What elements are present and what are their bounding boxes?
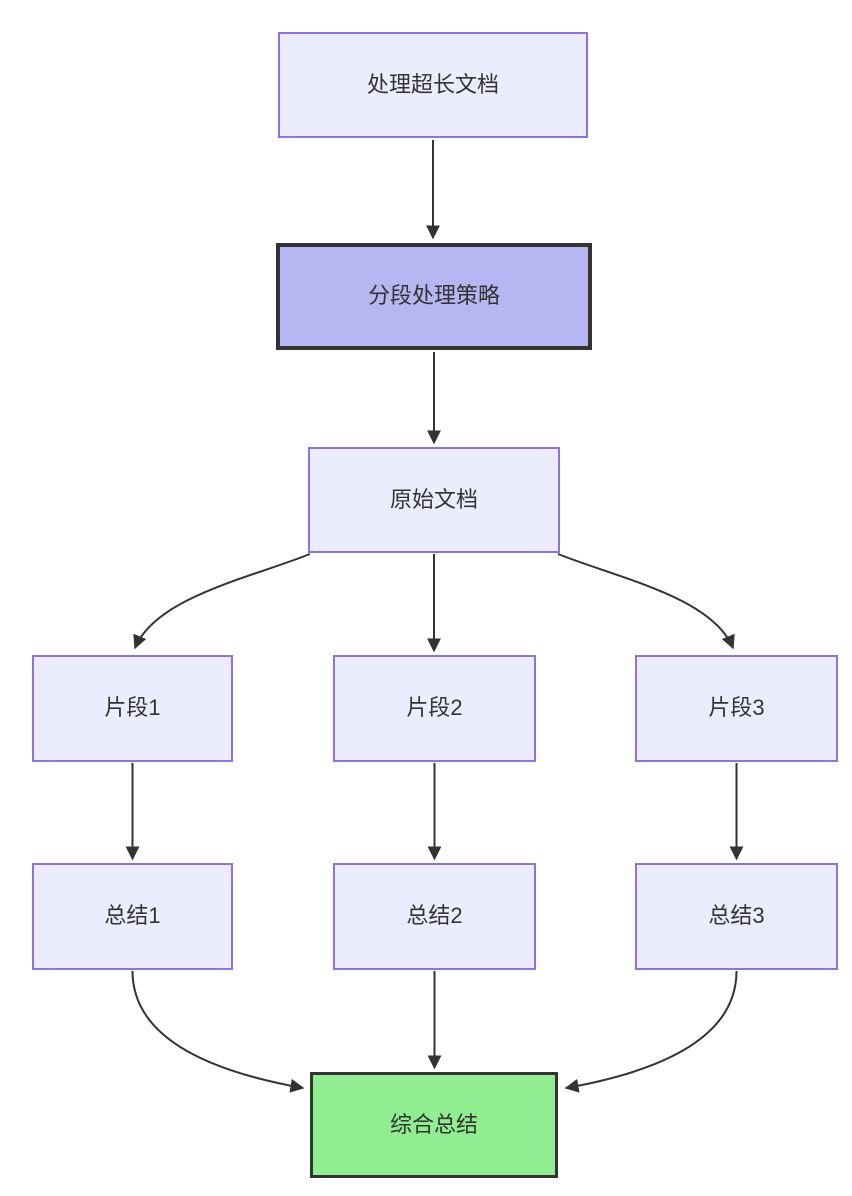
node-fragment-1: 片段1 (32, 655, 233, 762)
node-fragment-3-label: 片段3 (708, 695, 765, 721)
node-summary-2-label: 总结2 (406, 903, 463, 929)
node-summary-1-label: 总结1 (104, 903, 161, 929)
node-combined-summary: 综合总结 (310, 1072, 558, 1178)
node-original-document: 原始文档 (308, 447, 560, 553)
node-summary-1: 总结1 (32, 863, 233, 970)
edge-e1-f (131, 970, 305, 1093)
edge-e3-f (564, 970, 738, 1093)
node-combined-summary-label: 综合总结 (389, 1111, 478, 1137)
edge-c-d1 (133, 553, 311, 650)
node-summary-2: 总结2 (333, 863, 536, 970)
node-segment-processing-strategy-label: 分段处理策略 (367, 283, 500, 309)
node-segment-processing-strategy: 分段处理策略 (276, 243, 592, 350)
node-fragment-2: 片段2 (333, 655, 536, 762)
edge-c-d3 (557, 553, 735, 650)
node-process-long-document: 处理超长文档 (278, 32, 588, 138)
node-summary-3: 总结3 (635, 863, 838, 970)
node-fragment-1-label: 片段1 (104, 695, 161, 721)
node-process-long-document-label: 处理超长文档 (366, 71, 499, 97)
node-fragment-2-label: 片段2 (406, 695, 463, 721)
node-summary-3-label: 总结3 (708, 903, 765, 929)
node-original-document-label: 原始文档 (389, 486, 478, 512)
node-fragment-3: 片段3 (635, 655, 838, 762)
